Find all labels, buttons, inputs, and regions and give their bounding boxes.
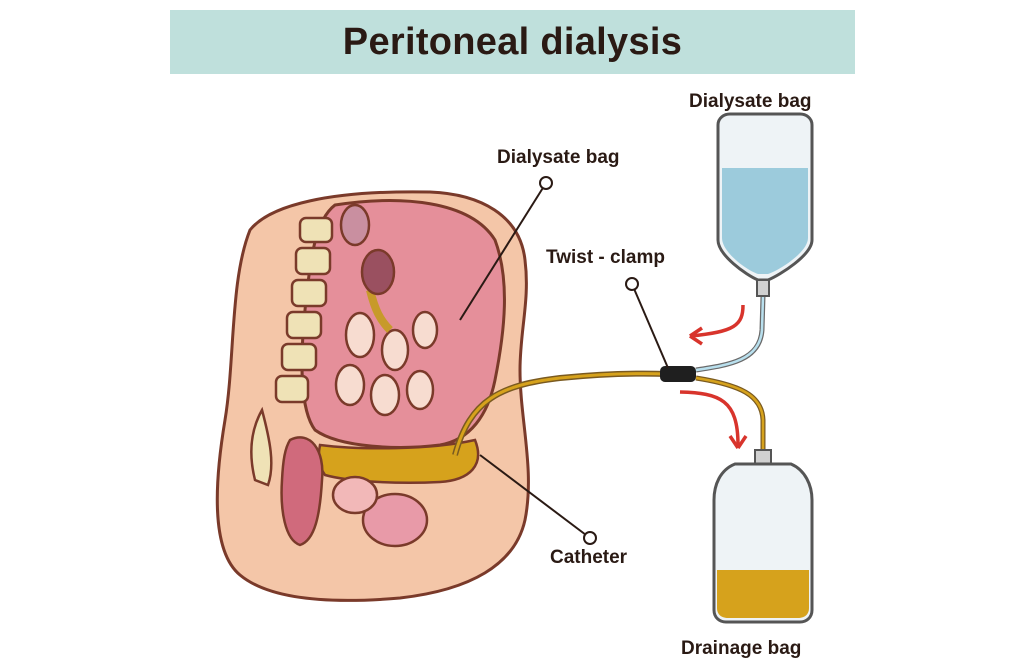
- intestines: [334, 310, 439, 417]
- abdomen-cross-section: [215, 190, 530, 602]
- outflow-arrow: [679, 390, 748, 449]
- page-title: Peritoneal dialysis: [342, 20, 683, 63]
- title-band: Peritoneal dialysis: [170, 10, 855, 74]
- mesentery: [366, 289, 393, 333]
- dialysate-bag-icon: [716, 112, 814, 297]
- bowel-loop: [360, 248, 396, 296]
- twist-clamp: [660, 366, 696, 382]
- drainage-bag-icon: [712, 449, 814, 624]
- label-dialysate-bag-body: Dialysate bag: [497, 147, 620, 168]
- label-drainage-bag: Drainage bag: [681, 638, 802, 659]
- uterus: [331, 475, 379, 515]
- label-dialysate-bag-top: Dialysate bag: [689, 91, 812, 112]
- bowel-loop: [339, 203, 371, 247]
- label-twist-clamp: Twist - clamp: [546, 247, 665, 268]
- leader-lines: [459, 176, 669, 545]
- label-catheter: Catheter: [550, 547, 628, 568]
- inflow-arrow: [689, 304, 745, 346]
- outflow-tube: [695, 375, 766, 455]
- bladder: [361, 492, 429, 548]
- spine: [250, 216, 334, 487]
- rectum: [280, 436, 324, 547]
